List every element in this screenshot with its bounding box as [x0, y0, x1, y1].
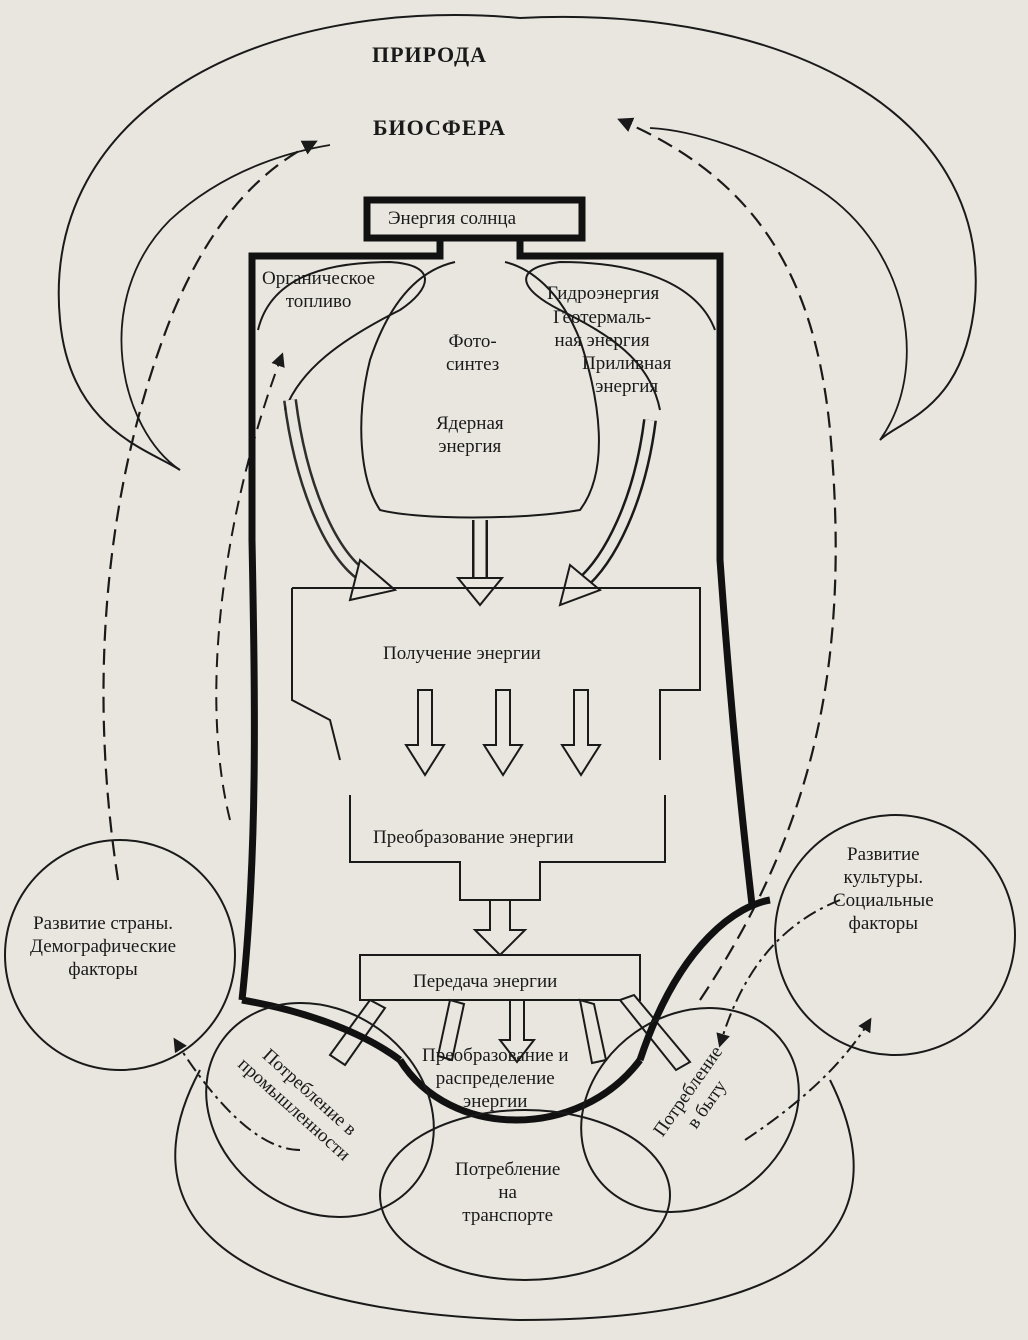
sun-label: Энергия солнца [388, 208, 517, 229]
nuclear-label: Ядерная энергия [436, 412, 504, 458]
transport-ellipse [379, 1109, 671, 1281]
conversion-down-arrow [472, 899, 528, 957]
photosynthesis-line-2: синтез [446, 354, 500, 375]
culture-factors-label: Развитие культуры. Социальные факторы [833, 843, 934, 935]
distribution-line-1: Преобразование и [422, 1045, 569, 1066]
photosynthesis-line-1: Фото- [448, 331, 497, 352]
transport-arc [397, 1057, 643, 1124]
organic-fuel-line-1: Органическое [262, 268, 376, 289]
country-factors-label: Развитие страны. Демографические факторы [30, 912, 176, 981]
flow-arrow-left-head [348, 558, 398, 602]
culture-factors-circle [774, 814, 1016, 1056]
culture-line-2: культуры. [843, 867, 924, 888]
inner-triangle [360, 261, 600, 519]
dashdot-culture-to-household [716, 899, 841, 1048]
organic-fuel-label: Органическое топливо [262, 267, 375, 313]
geothermal-line-2: ная энергия [554, 330, 650, 351]
household-ellipse [580, 1006, 800, 1214]
flow-arrow-left-inner [285, 399, 373, 585]
country-factors-circle [4, 839, 236, 1071]
tidal-label: Приливная энергия [582, 352, 671, 398]
organic-fuel-line-2: топливо [285, 291, 352, 312]
country-line-2: Демографические [30, 936, 177, 957]
obtaining-energy-label: Получение энергии [383, 643, 541, 664]
transmission-block [359, 954, 641, 1001]
nature-label: ПРИРОДА [372, 42, 488, 67]
obtaining-down-arrows [404, 689, 602, 777]
dashdot-industry-to-country [173, 1037, 301, 1151]
flow-arrow-right [575, 419, 657, 591]
hydro-lobe [525, 260, 716, 411]
tidal-line-2: энергия [595, 376, 659, 397]
nuclear-line-2: энергия [438, 436, 502, 457]
distribution-line-3: энергии [463, 1091, 528, 1112]
flow-arrow-left [283, 399, 374, 587]
culture-line-1: Развитие [847, 844, 920, 865]
dashed-return-left [102, 140, 318, 881]
tidal-line-1: Приливная [582, 353, 672, 374]
industry-arc [241, 996, 403, 1063]
energy-system-frame-left [238, 238, 444, 1001]
organic-fuel-lobe [257, 260, 426, 411]
geothermal-label: Геотермаль- ная энергия [553, 306, 651, 352]
dashed-to-organic [215, 352, 285, 821]
transport-line-3: транспорте [462, 1205, 554, 1226]
country-line-1: Развитие страны. [33, 913, 173, 934]
obtaining-energy-block [291, 587, 701, 761]
transport-line-2: на [498, 1182, 517, 1203]
flow-arrow-right-head [558, 563, 602, 607]
nuclear-line-1: Ядерная [436, 413, 504, 434]
biosphere-label: БИОСФЕРА [373, 115, 507, 140]
industry-ellipse [205, 1002, 435, 1218]
dashdot-household-to-culture [744, 1017, 872, 1141]
country-line-3: факторы [68, 959, 138, 980]
energy-system-frame-right [516, 238, 756, 906]
distribution-label: Преобразование и распределение энергии [422, 1044, 569, 1113]
sun-box [363, 196, 586, 242]
flow-arrow-mid-head [455, 577, 505, 607]
transport-consumption-label: Потребление на транспорте [455, 1158, 560, 1227]
flow-arrow-right-inner [577, 419, 655, 589]
biosphere-outer-loop [57, 14, 521, 471]
biosphere-outer-loop-right [519, 16, 977, 441]
culture-line-4: факторы [848, 913, 919, 934]
lower-outer-loop [174, 1069, 855, 1322]
hydro-label: Гидроэнергия [547, 283, 660, 304]
transmission-label: Передача энергии [413, 971, 558, 992]
transport-line-1: Потребление [455, 1159, 561, 1180]
culture-line-3: Социальные [833, 890, 934, 911]
distribution-line-2: распределение [435, 1068, 555, 1089]
biosphere-inner-loop-right [649, 127, 908, 441]
geothermal-line-1: Геотермаль- [553, 307, 652, 328]
household-arc [636, 896, 771, 1062]
dashed-return-right [617, 117, 837, 1001]
photosynthesis-label: Фото- синтез [446, 330, 499, 376]
conversion-label: Преобразование энергии [373, 827, 574, 848]
